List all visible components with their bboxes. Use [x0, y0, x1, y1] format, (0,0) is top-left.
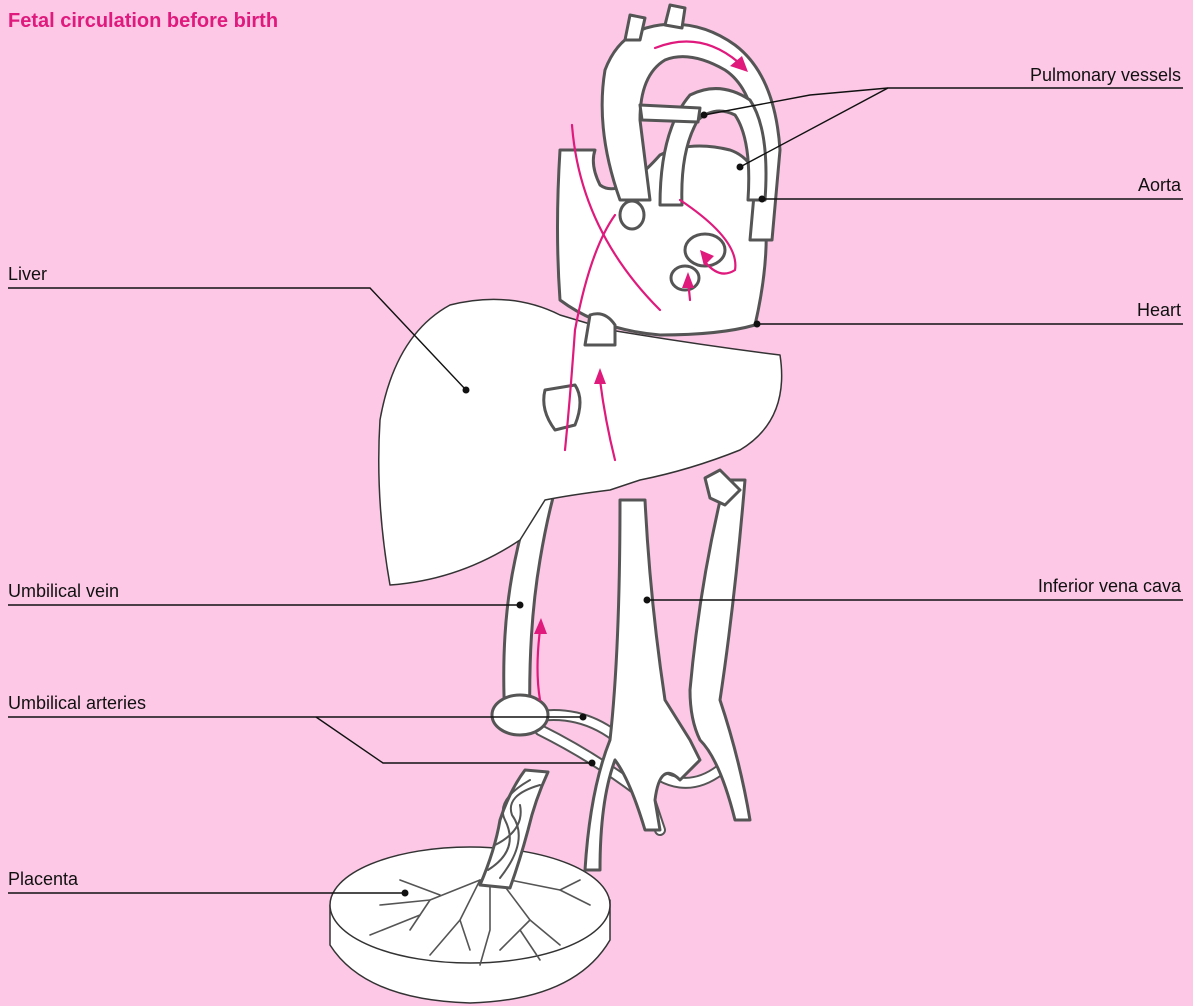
label-umbilical-vein: Umbilical vein — [8, 580, 119, 602]
page-title: Fetal circulation before birth — [8, 10, 278, 33]
label-inferior-vena-cava: Inferior vena cava — [1038, 575, 1181, 597]
placenta-disc — [330, 847, 610, 1003]
label-aorta: Aorta — [1138, 174, 1181, 196]
label-umbilical-arteries: Umbilical arteries — [8, 692, 146, 714]
descending-vessels — [585, 470, 750, 870]
label-placenta: Placenta — [8, 868, 78, 890]
label-liver: Liver — [8, 263, 47, 285]
label-pulmonary-vessels: Pulmonary vessels — [1030, 64, 1181, 86]
label-heart: Heart — [1137, 299, 1181, 321]
